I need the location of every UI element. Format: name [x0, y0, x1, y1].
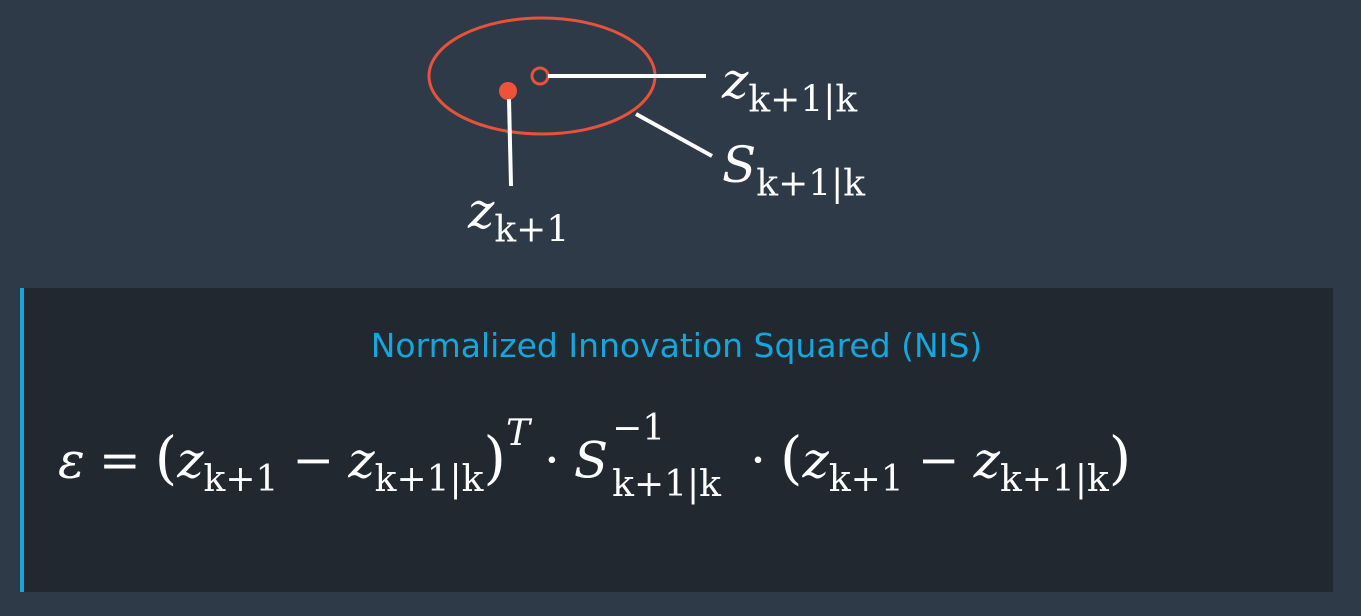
innovation-diagram — [427, 16, 713, 187]
nis-title: Normalized Innovation Squared (NIS) — [370, 326, 983, 365]
predicted-measurement-point — [530, 66, 550, 86]
measurement-leader-line — [507, 98, 513, 187]
measurement-label: zk+1 — [468, 182, 570, 251]
covariance-label: Sk+1|k — [722, 136, 866, 205]
epsilon-symbol: ε — [58, 431, 85, 490]
panel-accent-bar — [20, 288, 24, 592]
nis-panel: Normalized Innovation Squared (NIS) ε=(z… — [20, 288, 1333, 592]
predicted-measurement-label: zk+1|k — [722, 52, 858, 121]
covariance-leader-line — [635, 112, 713, 158]
measurement-point — [499, 82, 517, 100]
